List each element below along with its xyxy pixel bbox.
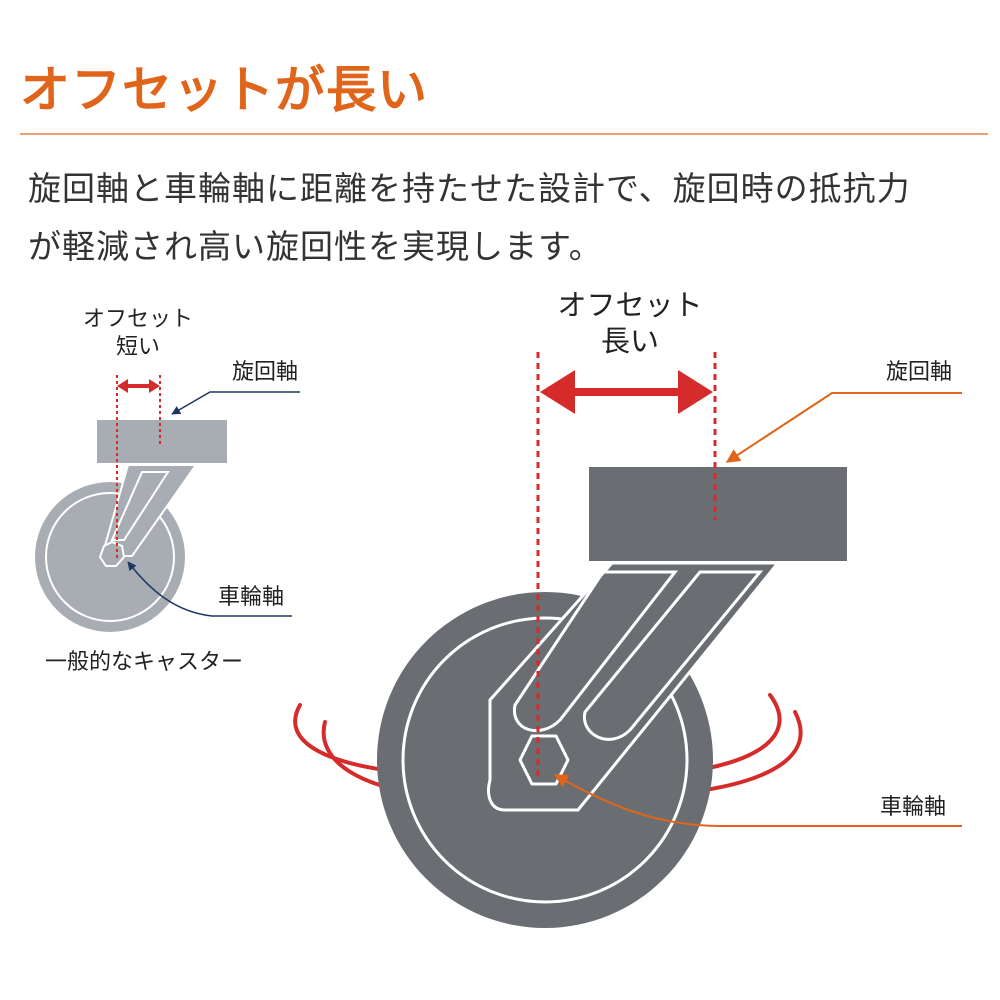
small-caster	[35, 375, 300, 632]
large-caster-wheel-rim	[401, 616, 689, 904]
small-caster-caption: 一般的なキャスター	[45, 650, 244, 675]
small-caster-wheel-rim	[45, 492, 175, 622]
description-line-1: 旋回軸と車輪軸に距離を持たせた設計で、旋回時の抵抗力	[28, 169, 911, 208]
small-swivel-axis-label: 旋回軸	[232, 360, 299, 385]
large-fork-slot-1	[513, 570, 679, 733]
small-caster-axle-nut	[98, 540, 126, 567]
large-swivel-axis-label: 旋回軸	[886, 360, 953, 385]
small-caster-fork	[100, 464, 198, 557]
description: 旋回軸と車輪軸に距離を持たせた設計で、旋回時の抵抗力 が軽減され高い旋回性を実現…	[28, 160, 988, 276]
small-offset-label-line-2: 短い	[115, 335, 161, 360]
small-swivel-axis-leader	[171, 391, 300, 415]
large-wheel-axis-leader	[553, 774, 962, 827]
large-caster-swivel-plate	[587, 465, 849, 563]
description-line-2: が軽減され高い旋回性を実現します。	[28, 227, 603, 266]
large-offset-label-line-2: 長い	[600, 324, 660, 358]
small-wheel-axis-leader	[127, 561, 292, 617]
large-fork-slot-2	[583, 570, 764, 741]
small-wheel-axis-label: 車輪軸	[218, 585, 285, 610]
large-wheel-axis-label: 車輪軸	[880, 795, 947, 820]
small-offset-label-line-1: オフセット	[82, 307, 194, 332]
small-caster-swivel-plate	[97, 420, 227, 463]
large-offset-label-line-1: オフセット	[557, 288, 703, 322]
large-caster	[293, 352, 962, 928]
title-divider	[20, 133, 988, 135]
small-fork-slot	[110, 471, 170, 541]
large-swivel-axis-leader	[725, 392, 962, 463]
page-title: オフセットが長い	[20, 61, 428, 119]
large-caster-axle-nut	[518, 734, 570, 786]
